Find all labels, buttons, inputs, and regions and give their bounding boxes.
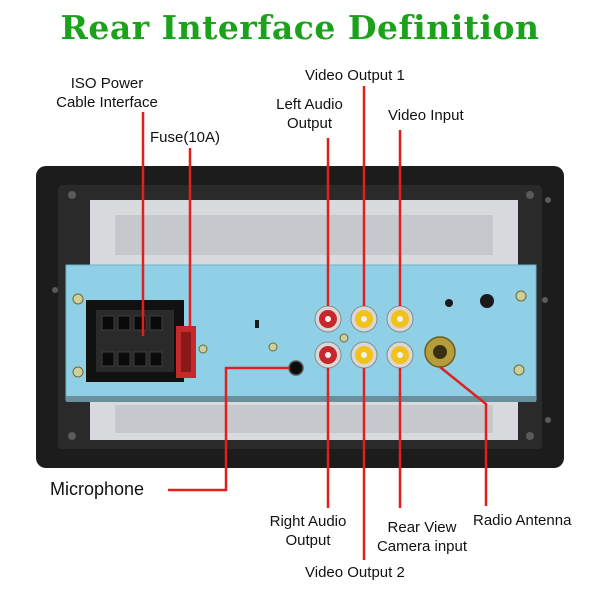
rca-video-output-2 <box>350 341 378 369</box>
label-right-audio-line2: Output <box>285 532 331 549</box>
panel-screws <box>72 290 527 378</box>
iso-power-connector <box>86 300 184 382</box>
rca-right-audio-output <box>314 341 342 369</box>
rca-rear-view-camera-input <box>386 341 414 369</box>
label-video-input: Video Input <box>388 107 464 124</box>
label-iso-power-line2: Cable Interface <box>56 94 158 111</box>
mount-hole <box>480 294 494 308</box>
leader-radio-antenna <box>439 366 488 506</box>
label-left-audio-line2: Output <box>286 115 333 132</box>
label-right-audio: Right Audio Output <box>258 512 358 550</box>
label-video-output-2: Video Output 2 <box>305 564 405 581</box>
label-iso-power-line1: ISO Power <box>70 75 144 92</box>
fuse-10a <box>176 326 196 378</box>
label-fuse: Fuse(10A) <box>150 129 221 146</box>
label-video-output-1: Video Output 1 <box>305 67 405 84</box>
rca-video-input <box>386 305 414 333</box>
label-left-audio-line1: Left Audio <box>276 96 343 113</box>
mount-hole-small <box>445 299 453 307</box>
rca-left-audio-output <box>314 305 342 333</box>
label-iso-power: ISO Power Cable Interface <box>42 74 172 112</box>
label-rear-view-line2: Camera input <box>376 538 468 555</box>
leader-lines <box>141 86 488 560</box>
slot-hole <box>255 320 259 328</box>
label-radio-antenna: Radio Antenna <box>473 512 572 529</box>
plate-window-top <box>115 215 493 255</box>
frame-screws <box>52 191 551 440</box>
rca-video-output-1 <box>350 305 378 333</box>
label-right-audio-line1: Right Audio <box>269 513 347 530</box>
back-panel-shadow <box>66 396 536 402</box>
radio-antenna-socket <box>424 336 456 368</box>
leader-microphone <box>168 366 289 492</box>
label-rear-view-line1: Rear View <box>387 519 457 536</box>
label-rear-view: Rear View Camera input <box>372 518 472 556</box>
label-left-audio: Left Audio Output <box>262 95 357 133</box>
diagram-title: Rear Interface Definition <box>60 8 540 47</box>
plate-window-bottom <box>115 405 493 433</box>
microphone-jack <box>288 360 304 376</box>
label-microphone: Microphone <box>50 479 145 499</box>
